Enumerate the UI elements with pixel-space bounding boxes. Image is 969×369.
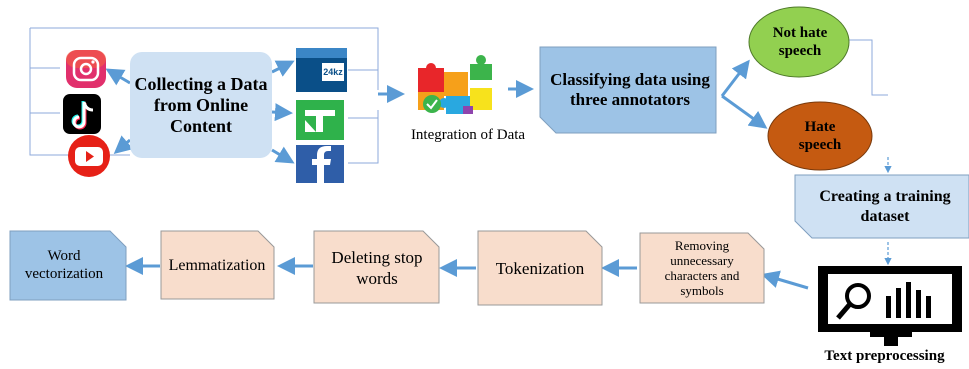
vectorization-label: Word vectorization: [24, 248, 104, 282]
lemmatization-box: [160, 230, 275, 300]
arrow-to-hate: [721, 94, 768, 129]
tokenization-label: Tokenization: [495, 259, 585, 278]
stopwords-label: Deleting stop words: [331, 248, 423, 288]
training-label: Creating a training dataset: [819, 188, 951, 225]
arrow-to-instagram: [105, 68, 131, 86]
arrow-to-facebook: [271, 146, 295, 164]
text-preprocessing-label: Text preprocessing: [824, 347, 945, 364]
lemmatization-label: Lemmatization: [168, 257, 266, 274]
t-app-icon: [296, 100, 344, 140]
hate-label: Hate speech: [798, 119, 842, 153]
arrow-to-youtube: [113, 135, 134, 154]
not-hate-label: Not hate speech: [772, 25, 828, 59]
text-preprocessing-icon: [818, 266, 962, 346]
training-box: [794, 174, 969, 239]
arrow-to-t-app: [271, 103, 293, 122]
news-24kz-logo: [296, 48, 347, 92]
not-hate-ellipse: [748, 6, 850, 78]
collecting-label: Collecting a Data from Online Content: [134, 73, 268, 136]
arrow-to-news: [271, 60, 295, 77]
vectorization-box: [9, 230, 127, 301]
tokenization-box: [477, 230, 603, 306]
news-logo-text: 24kz: [323, 67, 343, 77]
arrow-to-removing: [761, 270, 809, 290]
tiktok-icon: [63, 94, 101, 134]
removing-label: Removing unnecessary characters and symb…: [664, 238, 740, 298]
stopwords-box: [313, 230, 440, 304]
integration-label: Integration of Data: [410, 126, 526, 143]
puzzle-integration-icon: [418, 55, 492, 114]
instagram-icon: [66, 50, 106, 88]
arrow-to-not-hate: [720, 59, 750, 97]
hate-ellipse: [767, 101, 873, 171]
collecting-box: [130, 52, 272, 158]
removing-box: [639, 232, 765, 304]
youtube-icon: [68, 135, 110, 177]
classify-box: [539, 46, 717, 134]
classify-label: Classifying data using three annotators: [550, 70, 710, 109]
facebook-icon: [296, 145, 344, 183]
